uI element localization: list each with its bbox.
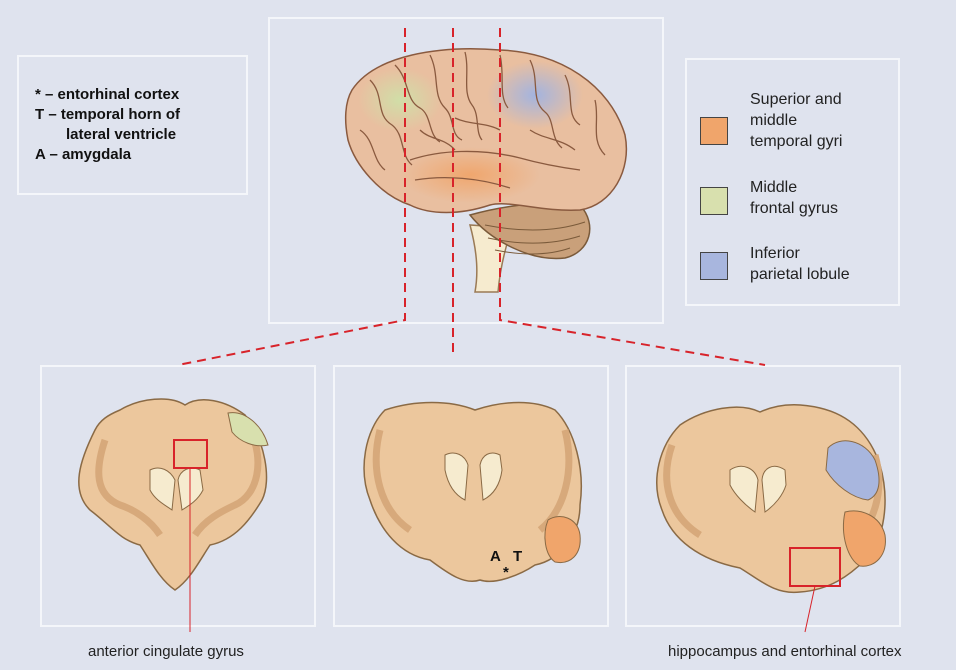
- key-line-lateral-ventricle: lateral ventricle: [66, 126, 176, 143]
- key-line-entorhinal: * – entorhinal cortex: [35, 86, 179, 103]
- coronal-slice-middle-panel: [333, 365, 609, 627]
- legend-temporal-line-2: middle: [750, 110, 842, 131]
- key-panel: [17, 55, 248, 195]
- legend-temporal-line-3: temporal gyri: [750, 131, 842, 152]
- coronal-slice-posterior-panel: [625, 365, 901, 627]
- key-line-amygdala: A – amygdala: [35, 146, 131, 163]
- coronal-slice-anterior-panel: [40, 365, 316, 627]
- legend-swatch-parietal: [700, 252, 728, 280]
- key-line-temporal-horn: T – temporal horn of: [35, 106, 180, 123]
- caption-anterior-cingulate: anterior cingulate gyrus: [88, 643, 244, 660]
- legend-parietal-line-1: Inferior: [750, 243, 850, 264]
- legend-frontal-line-2: frontal gyrus: [750, 198, 838, 219]
- legend-parietal-line-2: parietal lobule: [750, 264, 850, 285]
- legend-label-temporal: Superior and middle temporal gyri: [750, 89, 842, 152]
- legend-swatch-frontal: [700, 187, 728, 215]
- lateral-brain-panel: [268, 17, 664, 324]
- legend-label-frontal: Middle frontal gyrus: [750, 177, 838, 219]
- legend-temporal-line-1: Superior and: [750, 89, 842, 110]
- legend-swatch-temporal: [700, 117, 728, 145]
- legend-frontal-line-1: Middle: [750, 177, 838, 198]
- legend-label-parietal: Inferior parietal lobule: [750, 243, 850, 285]
- caption-hippocampus: hippocampus and entorhinal cortex: [668, 643, 901, 660]
